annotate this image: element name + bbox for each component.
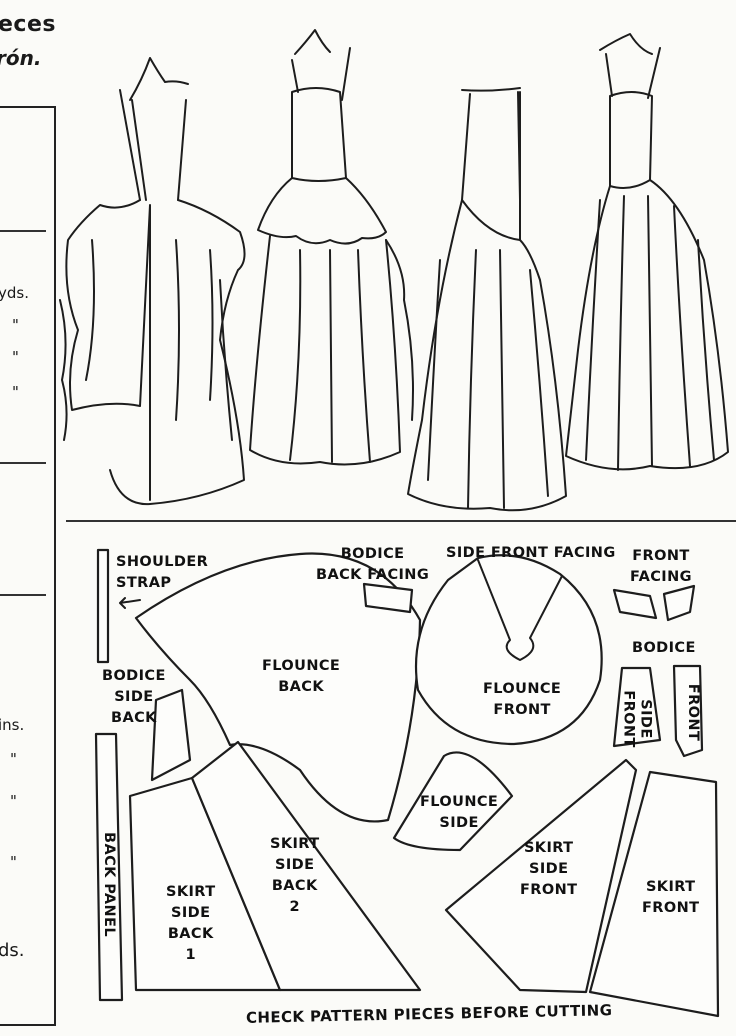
ditto-mark: " <box>12 316 19 334</box>
ditto-mark: " <box>10 750 17 768</box>
flounce-back-piece <box>134 552 422 823</box>
label-back-panel: BACK PANEL <box>101 832 117 937</box>
yardage-table-panel <box>0 106 56 1026</box>
flounce-side-piece <box>392 751 514 852</box>
ditto-mark: " <box>10 853 17 871</box>
table-divider <box>0 230 46 232</box>
flounce-front-piece <box>414 554 603 746</box>
dress-illustration-2 <box>249 29 414 466</box>
yardage-unit: ins. <box>0 716 25 734</box>
table-divider <box>0 462 46 464</box>
skirt-side-back-2-piece <box>190 740 422 992</box>
section-divider <box>66 520 736 522</box>
label-side-front-facing: SIDE FRONT FACING <box>446 545 616 561</box>
ditto-mark: " <box>10 792 17 810</box>
page-heading-fragment: eces <box>0 12 56 37</box>
bodice-side-back-piece <box>150 688 192 782</box>
page-subheading-fragment: rón. <box>0 46 42 70</box>
back-panel-piece <box>94 732 124 1002</box>
skirt-front-piece <box>588 770 720 1018</box>
bodice-side-front-piece <box>612 666 662 748</box>
dress-illustration-1 <box>59 57 246 506</box>
ditto-mark: " <box>12 348 19 366</box>
yardage-unit: ds. <box>0 940 25 961</box>
yardage-unit: yds. <box>0 284 29 302</box>
label-front: FRONT <box>685 683 702 742</box>
front-facing-piece-right <box>662 584 696 622</box>
skirt-side-front-piece <box>444 758 638 994</box>
bodice-front-piece <box>672 664 704 758</box>
bodice-back-facing-piece <box>362 582 414 614</box>
shoulder-strap-piece <box>96 548 110 664</box>
dress-illustration-3 <box>407 87 567 512</box>
ditto-mark: " <box>12 383 19 401</box>
label-bodice: BODICE <box>632 640 696 656</box>
table-divider <box>0 594 46 596</box>
front-facing-piece-left <box>612 588 658 620</box>
dress-illustration-4 <box>565 33 729 471</box>
